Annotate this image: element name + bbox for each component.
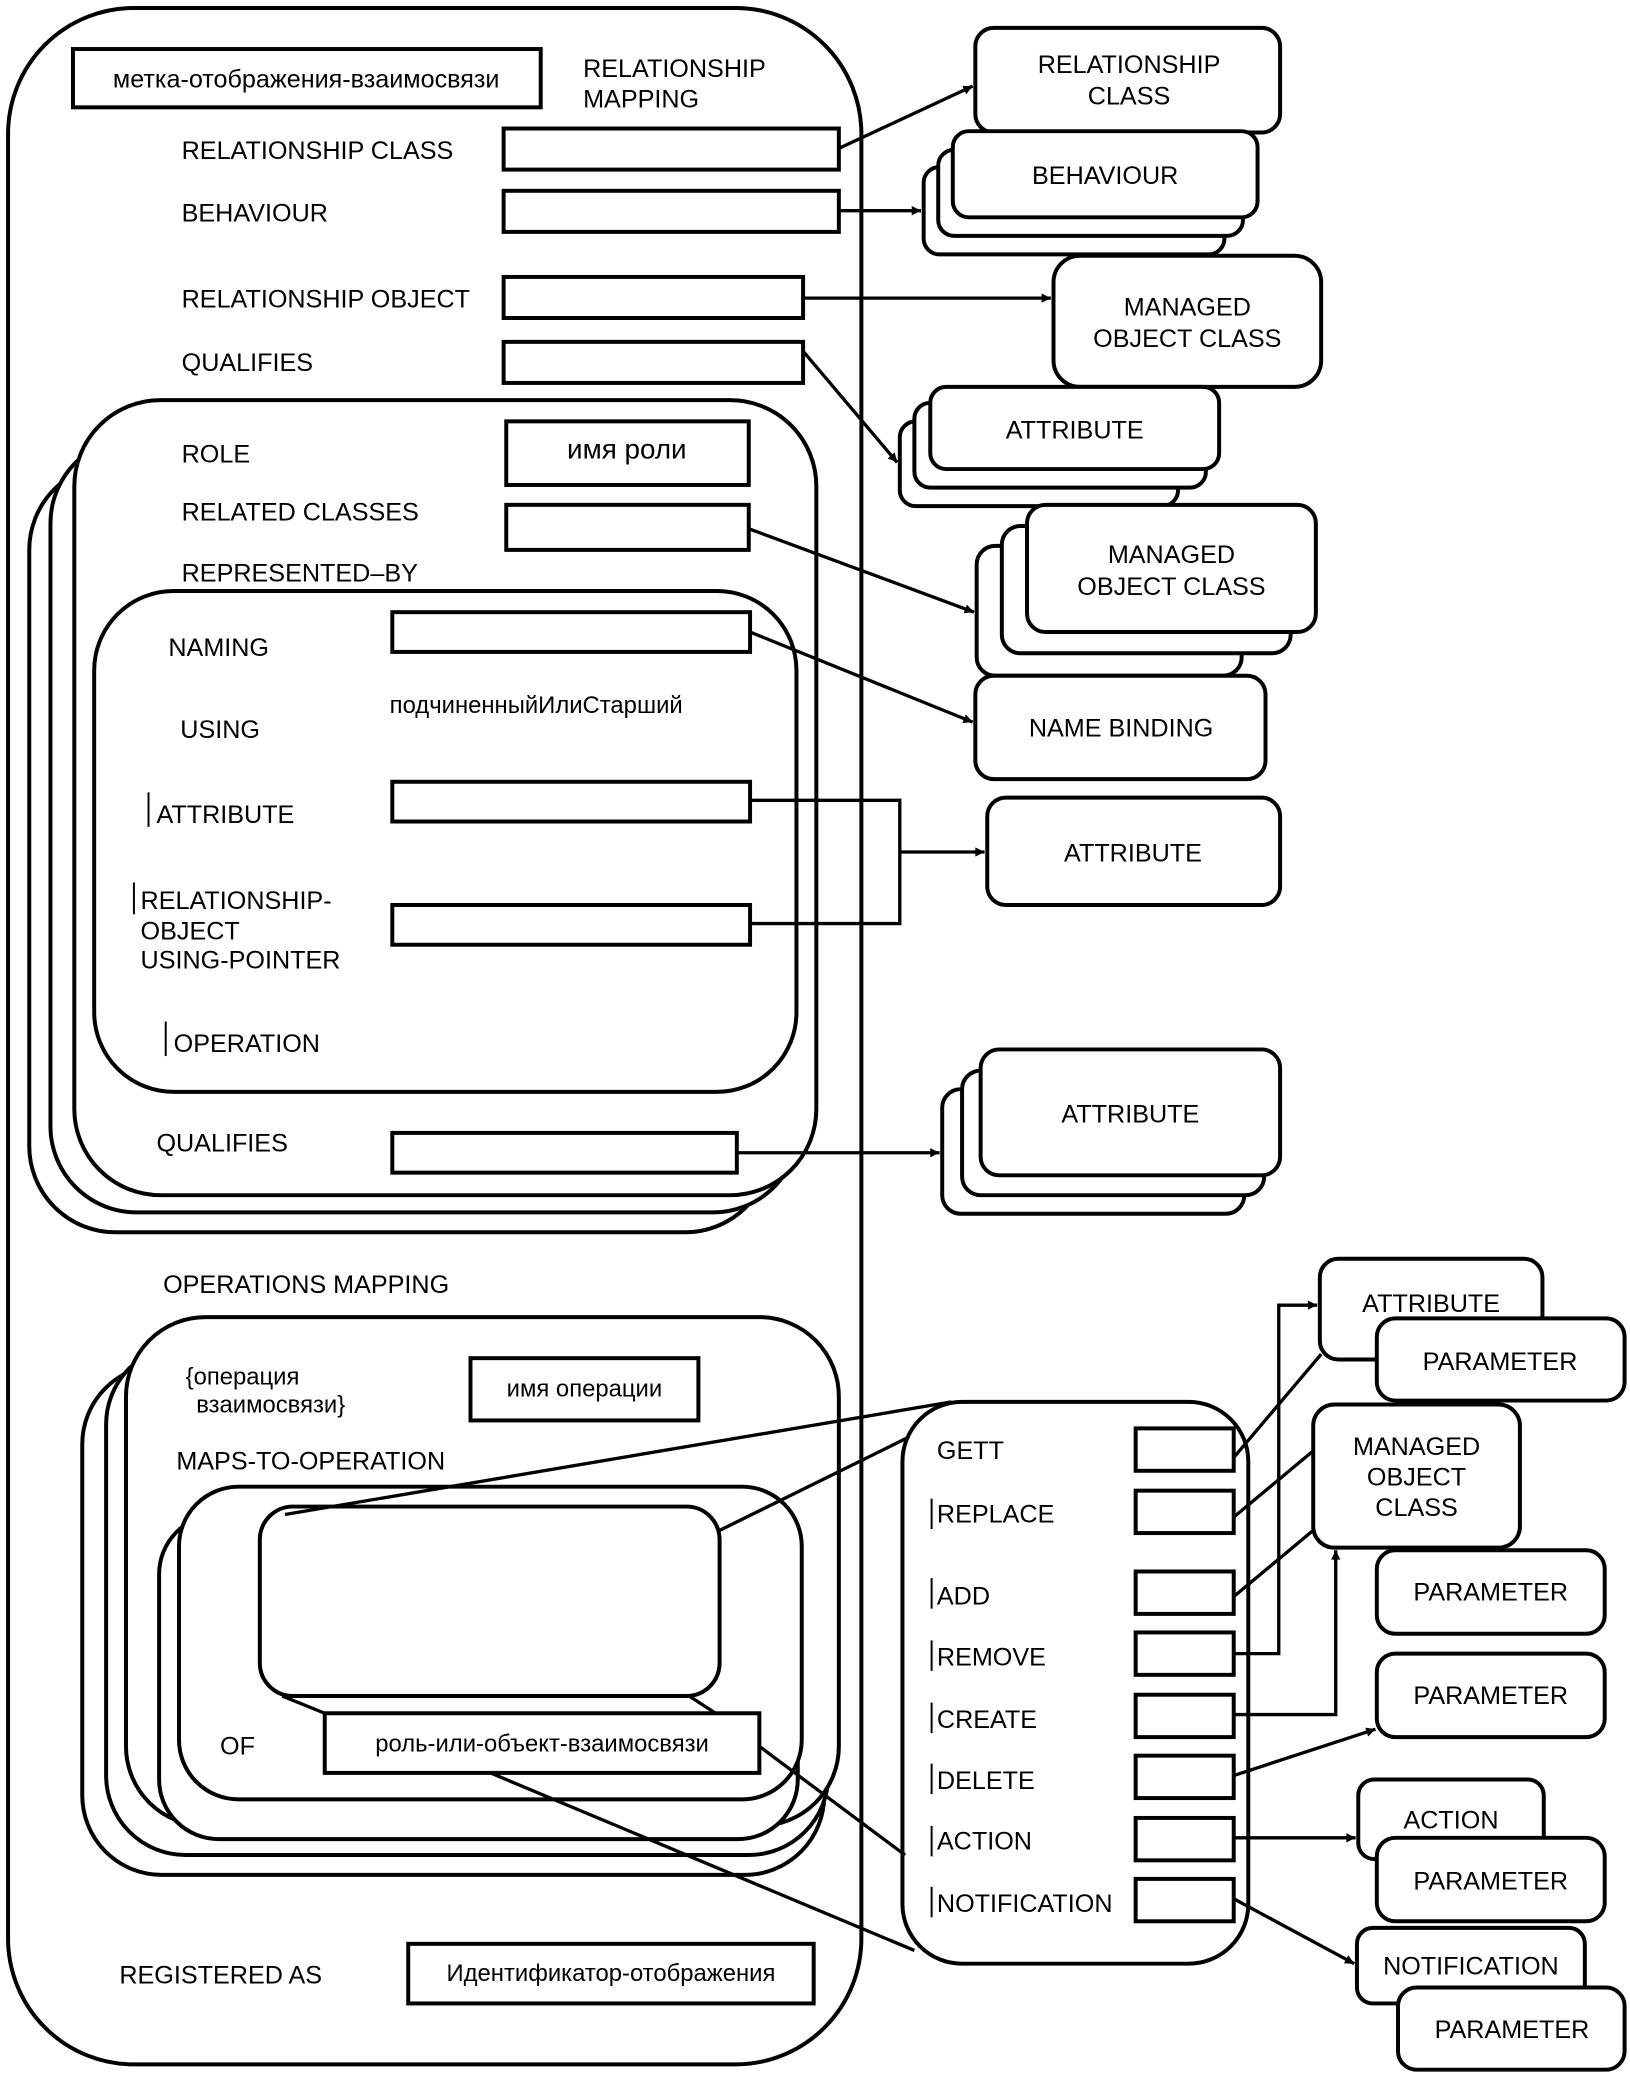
op-item-replace: REPLACE xyxy=(937,1500,1054,1528)
behaviour-node-text: BEHAVIOUR xyxy=(1032,162,1178,190)
relationship-object-field xyxy=(501,274,806,320)
moc-node-2-stack xyxy=(974,502,1318,678)
op-item-notification: NOTIFICATION xyxy=(937,1890,1113,1918)
op-label-2: взаимосвязи} xyxy=(196,1391,345,1418)
op-parameter-node-4-text: PARAMETER xyxy=(1413,1867,1568,1895)
op-parameter-node-5 xyxy=(1396,1985,1627,2072)
attribute-node-1-text: ATTRIBUTE xyxy=(1006,417,1144,445)
role-name-text: имя роли xyxy=(567,433,687,464)
moc-node-1-l2: OBJECT CLASS xyxy=(1093,325,1281,353)
op-parameter-node-3-text: PARAMETER xyxy=(1413,1682,1568,1710)
moc-node-2-l1: MANAGED xyxy=(1108,541,1235,569)
op-item-add: ADD xyxy=(937,1583,990,1611)
relationship-class-node-l2: CLASS xyxy=(1088,83,1170,111)
role-or-object-text: роль-или-объект-взаимосвязи xyxy=(375,1731,709,1758)
op-name-box xyxy=(468,1356,701,1423)
represented-by-label: REPRESENTED–BY xyxy=(182,560,418,588)
op-parameter-node-5-text: PARAMETER xyxy=(1435,2016,1590,2044)
rel-obj-label-2: OBJECT xyxy=(141,917,240,945)
registered-as-text: Идентификатор-отображения xyxy=(446,1960,775,1987)
behaviour-field xyxy=(501,188,841,234)
role-label: ROLE xyxy=(182,440,251,468)
related-classes-field xyxy=(504,502,751,552)
using-value: подчиненныйИлиСтарший xyxy=(390,692,683,719)
relationship-mapping-title-2: MAPPING xyxy=(583,85,699,113)
using-label: USING xyxy=(180,716,260,744)
op-moc-node-l2: OBJECT xyxy=(1367,1463,1466,1491)
role-or-object-box xyxy=(322,1711,762,1775)
behaviour-node-stack xyxy=(921,129,1260,257)
attribute-field xyxy=(390,779,753,824)
relationship-class-field xyxy=(501,126,841,172)
relationship-class-node xyxy=(973,25,1283,135)
represented-by-frame xyxy=(92,588,799,1094)
rel-obj-field xyxy=(390,903,753,947)
op-action-node-text: ACTION xyxy=(1403,1807,1498,1835)
op-attribute-node-text: ATTRIBUTE xyxy=(1362,1290,1500,1318)
op-name-text: имя операции xyxy=(507,1376,663,1403)
related-classes-label: RELATED CLASSES xyxy=(182,499,419,527)
registered-as-box xyxy=(406,1941,816,2006)
op-item-remove: REMOVE xyxy=(937,1644,1046,1672)
op-parameter-node-1-text: PARAMETER xyxy=(1423,1348,1578,1376)
relationship-mapping-title-1: RELATIONSHIP xyxy=(583,55,766,83)
attribute-node-3-stack xyxy=(940,1047,1283,1216)
mapping-label-text: метка-отображения-взаимосвязи xyxy=(113,65,500,93)
moc-node-1-l1: MANAGED xyxy=(1124,293,1251,321)
op-notification-node-text: NOTIFICATION xyxy=(1383,1952,1559,1980)
role-qualifies-label: QUALIFIES xyxy=(156,1129,287,1157)
attribute-node-2 xyxy=(985,795,1283,907)
role-qualifies-field xyxy=(390,1130,739,1175)
operations-mapping-label: OPERATIONS MAPPING xyxy=(163,1271,449,1299)
mapping-label-box xyxy=(70,47,543,110)
qualifies-label: QUALIFIES xyxy=(182,349,313,377)
of-label: OF xyxy=(220,1732,255,1760)
attribute-node-2-text: ATTRIBUTE xyxy=(1064,839,1202,867)
op-item-action: ACTION xyxy=(937,1828,1032,1856)
role-name-box xyxy=(504,419,751,487)
op-parameter-node-4 xyxy=(1374,1835,1607,1924)
maps-to-target-box xyxy=(257,1504,722,1699)
relationship-class-label: RELATIONSHIP CLASS xyxy=(182,137,454,165)
qualifies-field xyxy=(501,339,806,385)
naming-field xyxy=(390,610,753,654)
op-parameter-node-2-text: PARAMETER xyxy=(1413,1579,1568,1607)
connectors xyxy=(284,84,1377,1966)
op-parameter-node-1 xyxy=(1374,1316,1627,1403)
moc-node-2-l2: OBJECT CLASS xyxy=(1077,573,1265,601)
attribute-label: ATTRIBUTE xyxy=(156,801,294,829)
rel-obj-label-3: USING-POINTER xyxy=(141,947,341,975)
op-item-gett: GETT xyxy=(937,1437,1004,1465)
relationship-object-label: RELATIONSHIP OBJECT xyxy=(182,285,470,313)
registered-as-label: REGISTERED AS xyxy=(119,1962,322,1990)
rel-obj-label-1: RELATIONSHIP- xyxy=(141,887,332,915)
naming-label: NAMING xyxy=(168,634,269,662)
maps-to-operation-label: MAPS-TO-OPERATION xyxy=(176,1447,445,1475)
op-moc-node xyxy=(1311,1402,1522,1550)
operation-label: OPERATION xyxy=(174,1030,320,1058)
op-item-delete: DELETE xyxy=(937,1767,1035,1795)
attribute-node-1-stack xyxy=(897,384,1222,509)
behaviour-label: BEHAVIOUR xyxy=(182,199,328,227)
op-parameter-node-2 xyxy=(1374,1548,1607,1636)
name-binding-node-text: NAME BINDING xyxy=(1029,715,1214,743)
relationship-class-node-l1: RELATIONSHIP xyxy=(1038,51,1221,79)
name-binding-node xyxy=(973,673,1268,782)
op-item-create: CREATE xyxy=(937,1706,1037,1734)
operations-list: GETT REPLACE ADD REMOVE CREATE DELETE AC… xyxy=(930,1426,1236,1924)
op-moc-node-l3: CLASS xyxy=(1375,1494,1458,1522)
op-parameter-node-3 xyxy=(1374,1651,1607,1740)
op-label-1: {операция xyxy=(186,1364,300,1391)
op-moc-node-l1: MANAGED xyxy=(1353,1433,1480,1461)
attribute-node-3-text: ATTRIBUTE xyxy=(1061,1100,1199,1128)
